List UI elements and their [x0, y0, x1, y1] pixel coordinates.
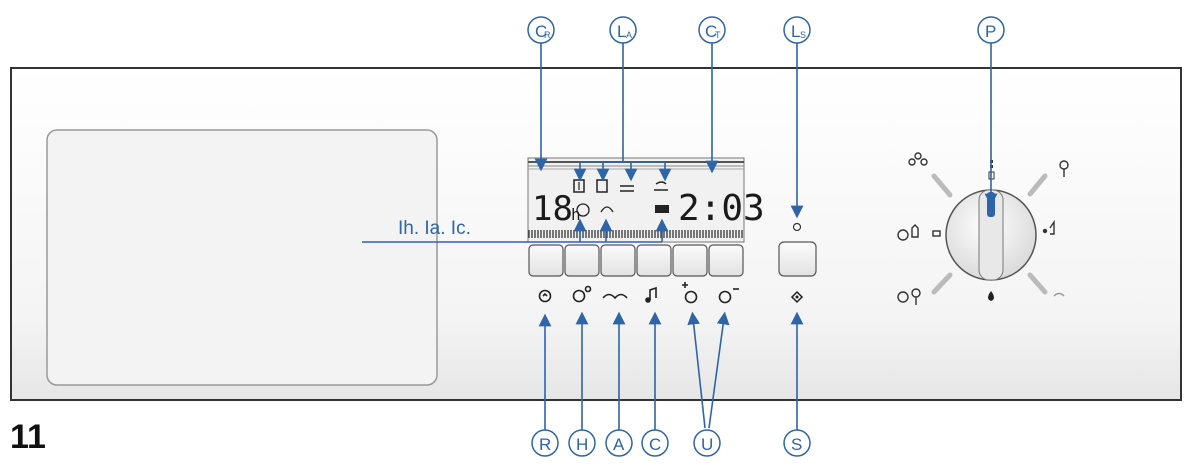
button-row [528, 244, 744, 277]
start-button[interactable] [778, 241, 817, 277]
lcd-grill-icon [620, 185, 634, 192]
start-icon [790, 290, 804, 304]
lcd-defrost-icon [654, 181, 668, 191]
svg-text:C: C [649, 435, 661, 454]
fan-icon [908, 152, 928, 166]
svg-text:R: R [539, 435, 551, 454]
callout-c: C [641, 429, 669, 457]
svg-text:A: A [626, 30, 632, 40]
figure-number: 11 [10, 418, 46, 456]
callout-r: R [531, 429, 559, 457]
callout-lines [362, 43, 998, 430]
auto-icon [602, 293, 628, 300]
auto-button[interactable] [600, 244, 636, 277]
grill-top-icon [1059, 160, 1069, 177]
callout-h: H [568, 429, 596, 457]
timer-minus-button[interactable] [708, 244, 744, 277]
defrost-icon [1042, 219, 1055, 235]
timer-plus-button[interactable] [672, 244, 708, 277]
lcd-signal-icon [655, 205, 669, 213]
timer-plus-icon [682, 282, 698, 304]
svg-text:T: T [715, 30, 721, 40]
timer-grill-icon [897, 288, 921, 305]
callouts-top: C R L A C T L S P [527, 16, 1005, 44]
callouts-bottom: R H A C U S [531, 429, 811, 457]
svg-text:H: H [576, 435, 588, 454]
hardness-icon [572, 285, 592, 303]
svg-text:P: P [985, 22, 996, 41]
lcd-auto-icon [600, 206, 614, 213]
callout-a: A [605, 429, 633, 457]
lcd-left-digits: 18 [532, 189, 573, 229]
callout-s: S [783, 429, 811, 457]
button-icons [538, 282, 739, 304]
svg-text:C: C [705, 22, 717, 41]
svg-text:L: L [617, 22, 626, 41]
knob-indicator-marks [931, 173, 1048, 295]
timer-fan-icon [897, 224, 941, 241]
timer-minus-icon [718, 288, 739, 304]
reset-button[interactable] [528, 244, 564, 277]
svg-text:R: R [544, 30, 551, 40]
callout-p: P [977, 16, 1005, 44]
start-control [778, 222, 817, 304]
lcd-indicator-label: Ih. Ia. Ic. [398, 218, 471, 239]
viewing-window [46, 129, 438, 386]
lcd-display: 18 h 2:03 [527, 157, 765, 243]
svg-text:C: C [535, 22, 547, 41]
light-icon [1053, 292, 1065, 297]
program-knob-assembly [897, 152, 1069, 305]
hardness-button[interactable] [564, 244, 600, 277]
svg-text:S: S [791, 435, 802, 454]
svg-text:U: U [701, 435, 713, 454]
chime-button[interactable] [636, 244, 672, 277]
callout-cr: C R [527, 16, 555, 44]
callout-la: L A [609, 16, 637, 44]
lcd-time: 2:03 [678, 188, 765, 229]
svg-text:S: S [800, 30, 806, 40]
reset-icon [538, 289, 552, 303]
callout-ct: C T [698, 16, 726, 44]
svg-text:L: L [791, 22, 800, 41]
lcd-clock-icon [576, 203, 590, 217]
callout-ls: L S [783, 16, 811, 44]
start-indicator-light [792, 222, 802, 232]
svg-text:A: A [613, 435, 625, 454]
off-icon [988, 291, 994, 301]
callout-u: U [693, 429, 721, 457]
lcd-left-unit: h [571, 205, 581, 224]
chime-icon [645, 286, 657, 303]
